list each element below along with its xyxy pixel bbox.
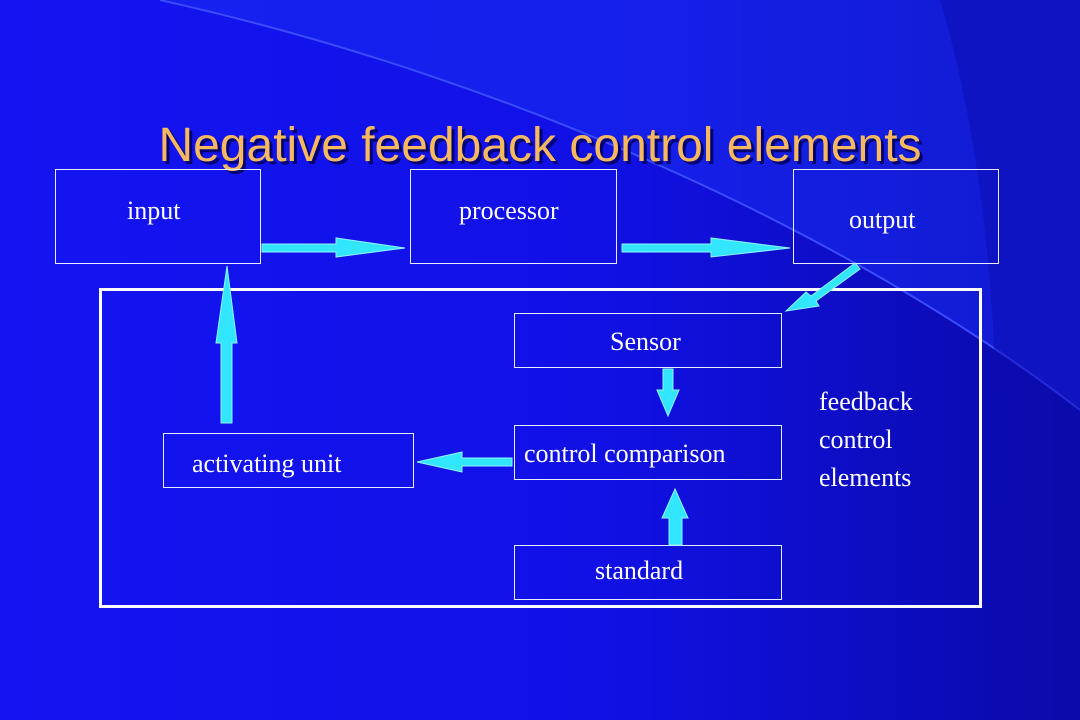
input-label: input [127, 196, 181, 225]
arrow-sensor-to-comparison [656, 368, 680, 418]
standard-label: standard [595, 556, 684, 585]
processor-label: processor [459, 196, 559, 225]
output-box: output [793, 169, 999, 264]
arrow-output-to-sensor [784, 262, 861, 312]
control-comparison-box: control comparison [514, 425, 782, 480]
processor-box: processor [410, 169, 617, 264]
sensor-box: Sensor [514, 313, 782, 368]
output-label: output [849, 205, 916, 234]
arrow-comparison-to-activating [416, 451, 513, 473]
sensor-label: Sensor [610, 327, 681, 356]
arrow-standard-to-comparison [661, 487, 689, 546]
feedback-group-label-line-2: control [819, 425, 893, 454]
feedback-group-label-line-1: feedback [819, 387, 913, 416]
input-box: input [55, 169, 261, 264]
feedback-group-label-line-3: elements [819, 463, 912, 492]
feedback-group-label: feedback control elements [819, 383, 913, 497]
standard-box: standard [514, 545, 782, 600]
feedback-group-frame [99, 288, 982, 608]
arrow-processor-to-output [621, 237, 791, 258]
control-comparison-label: control comparison [524, 439, 726, 468]
arrow-activating-to-input [215, 265, 238, 424]
activating-unit-label: activating unit [192, 449, 342, 478]
activating-unit-box: activating unit [163, 433, 414, 488]
slide-title: Negative feedback control elements [158, 119, 922, 172]
arrow-input-to-processor [261, 237, 406, 258]
